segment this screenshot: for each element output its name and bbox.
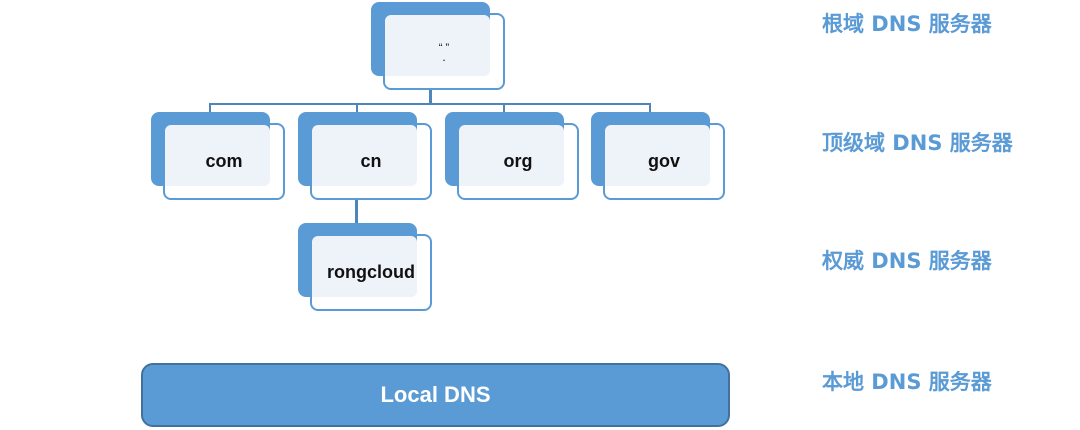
node-fill (459, 125, 564, 186)
tld-label: com (205, 151, 243, 171)
node-fill (312, 236, 417, 297)
local-dns-bar: Local DNS (141, 363, 730, 427)
tld-label: cn (360, 151, 382, 171)
tier-label-root: 根域 DNS 服务器 (822, 12, 992, 36)
root-label-dot: . (442, 50, 446, 64)
node-outline (163, 123, 285, 200)
connector-gov (649, 103, 651, 112)
tier-label-local: 本地 DNS 服务器 (822, 370, 992, 394)
tier-label-authoritative: 权威 DNS 服务器 (822, 249, 992, 273)
authoritative-label: rongcloud (327, 262, 415, 282)
node-outline (457, 123, 579, 200)
root-label: “ ” . (383, 13, 505, 90)
node-outline (603, 123, 725, 200)
local-dns-label: Local DNS (380, 382, 491, 407)
connector-cn (356, 103, 358, 112)
tier-label-tld: 顶级域 DNS 服务器 (822, 131, 1013, 155)
node-fill (312, 125, 417, 186)
node-fill (385, 15, 490, 76)
root-connector-vertical (429, 88, 432, 104)
connector-org (503, 103, 505, 112)
connector-cn-rongcloud (355, 198, 358, 223)
root-label-quotes: “ ” (438, 42, 450, 54)
node-outline (383, 13, 505, 90)
node-outline (310, 123, 432, 200)
node-fill (605, 125, 710, 186)
node-outline (310, 234, 432, 311)
connector-com (209, 103, 211, 112)
tld-label: org (503, 151, 533, 171)
tld-label: gov (647, 151, 680, 171)
tld-connector-horizontal (209, 103, 651, 105)
node-fill (165, 125, 270, 186)
